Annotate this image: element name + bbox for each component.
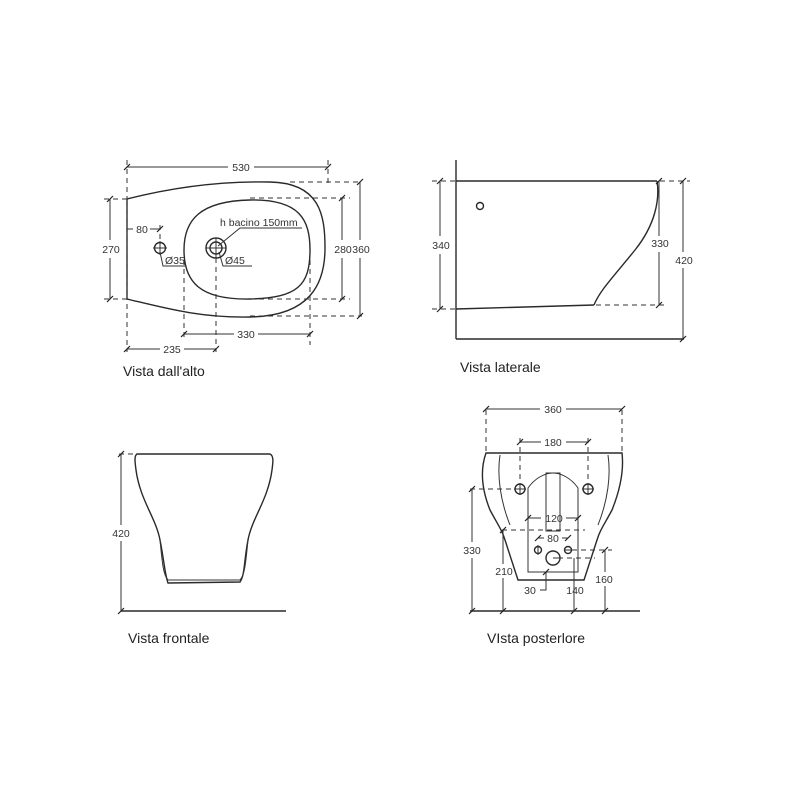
dim-235: 235 [163,344,181,356]
front-view-outline [134,453,274,584]
rear-dim-180: 180 [544,437,562,449]
rear-dim-160: 160 [595,574,613,586]
dim-530: 530 [232,162,250,174]
side-dim-330: 330 [651,238,669,250]
rear-dim-140: 140 [566,585,584,597]
rear-dim-330: 330 [463,545,481,557]
dim-330: 330 [237,329,255,341]
rear-view-title: VIsta posterlore [487,630,585,646]
top-view: 530 270 280 360 80 Ø35 Ø45 h bacino 150m… [102,160,370,379]
side-dim-420: 420 [675,255,693,267]
rear-dim-80: 80 [547,533,559,545]
dim-80: 80 [136,224,148,236]
dim-o45: Ø45 [225,255,245,267]
dim-270: 270 [102,244,120,256]
front-view-title: Vista frontale [128,630,210,646]
rear-view-outline [481,452,624,581]
top-view-outline [126,181,326,318]
side-view: 340 330 420 Vista laterale [432,160,693,375]
side-dim-340: 340 [432,240,450,252]
rear-view: 360 180 120 80 330 210 [463,404,640,646]
basin-depth-label: h bacino 150mm [220,217,298,229]
top-view-basin [183,199,311,300]
front-dim-420: 420 [112,528,130,540]
dim-280: 280 [334,244,352,256]
dim-360: 360 [352,244,370,256]
front-view: 420 Vista frontale [112,450,286,646]
rear-dim-30: 30 [524,585,536,597]
dim-o35: Ø35 [165,255,185,267]
rear-dim-210: 210 [495,566,513,578]
side-view-title: Vista laterale [460,359,541,375]
rear-dim-360: 360 [544,404,562,416]
tap-hole-side-icon [475,201,485,211]
top-view-title: Vista dall'alto [123,363,205,379]
rear-dim-120: 120 [545,513,563,525]
